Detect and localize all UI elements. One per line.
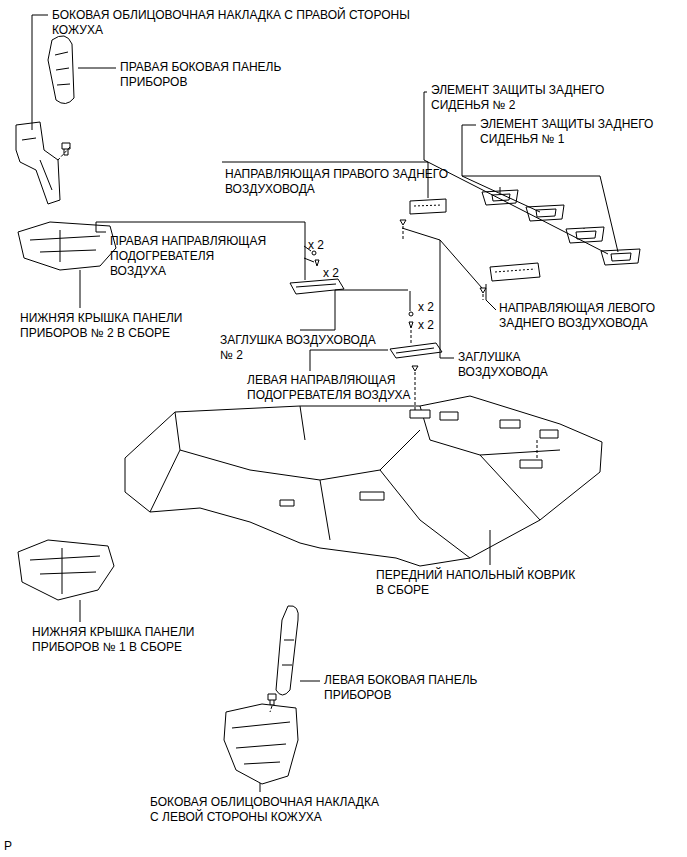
label-line: x 2 [418, 300, 434, 315]
part-label: НИЖНЯЯ КРЫШКА ПАНЕЛИ ПРИБОРОВ № 1 В СБОР… [32, 625, 194, 655]
part-label: ПЕРЕДНИЙ НАПОЛЬНЫЙ КОВРИК В СБОРЕ [376, 568, 575, 598]
part-label: ЗАГЛУШКА ВОЗДУХОВОДА [458, 350, 548, 380]
label-line: ВОЗДУХОВОДА [458, 365, 548, 380]
label-line: ПРИБОРОВ № 1 В СБОРЕ [32, 640, 194, 655]
label-line: БОКОВАЯ ОБЛИЦОВОЧНАЯ НАКЛАДКА [150, 795, 379, 810]
quantity-label: x 2 [323, 266, 339, 281]
label-line: ЗАГЛУШКА [458, 350, 548, 365]
part-label: ПРАВАЯ НАПРАВЛЯЮЩАЯ ПОДОГРЕВАТЕЛЯ ВОЗДУХ… [110, 234, 266, 279]
label-line: ПЕРЕДНИЙ НАПОЛЬНЫЙ КОВРИК [376, 568, 575, 583]
label-line: x 2 [308, 238, 324, 253]
label-line: СИДЕНЬЯ № 1 [480, 132, 653, 147]
label-line: ПОДОГРЕВАТЕЛЯ [110, 249, 266, 264]
label-line: ПРИБОРОВ [324, 688, 477, 703]
quantity-label: x 2 [418, 318, 434, 333]
label-line: ПОДОГРЕВАТЕЛЯ ВОЗДУХА [247, 388, 411, 403]
label-line: ЭЛЕМЕНТ ЗАЩИТЫ ЗАДНЕГО [431, 83, 604, 98]
figure-code: P [4, 839, 12, 854]
part-label: ПРАВАЯ БОКОВАЯ ПАНЕЛЬ ПРИБОРОВ [120, 60, 281, 90]
label-line: ЛЕВАЯ БОКОВАЯ ПАНЕЛЬ [324, 673, 477, 688]
label-line: ВОЗДУХОВОДА [225, 182, 448, 197]
label-line: № 2 [220, 348, 376, 363]
part-label: НАПРАВЛЯЮЩАЯ ПРАВОГО ЗАДНЕГО ВОЗДУХОВОДА [225, 167, 448, 197]
label-line: ЭЛЕМЕНТ ЗАЩИТЫ ЗАДНЕГО [480, 117, 653, 132]
part-label: ЭЛЕМЕНТ ЗАЩИТЫ ЗАДНЕГО СИДЕНЬЯ № 1 [480, 117, 653, 147]
part-label: НАПРАВЛЯЮЩАЯ ЛЕВОГО ЗАДНЕГО ВОЗДУХОВОДА [499, 301, 655, 331]
part-label: ЗАГЛУШКА ВОЗДУХОВОДА № 2 [220, 333, 376, 363]
label-line: ПРИБОРОВ [120, 75, 281, 90]
part-label: НИЖНЯЯ КРЫШКА ПАНЕЛИ ПРИБОРОВ № 2 В СБОР… [20, 311, 182, 341]
label-line: НАПРАВЛЯЮЩАЯ ЛЕВОГО [499, 301, 655, 316]
label-line: ВОЗДУХА [110, 264, 266, 279]
label-line: КОЖУХА [52, 23, 410, 38]
label-line: НИЖНЯЯ КРЫШКА ПАНЕЛИ [20, 311, 182, 326]
label-line: ПРАВАЯ НАПРАВЛЯЮЩАЯ [110, 234, 266, 249]
label-line: ПРИБОРОВ № 2 В СБОРЕ [20, 326, 182, 341]
label-line: ЛЕВАЯ НАПРАВЛЯЮЩАЯ [247, 373, 411, 388]
label-line: НАПРАВЛЯЮЩАЯ ПРАВОГО ЗАДНЕГО [225, 167, 448, 182]
label-line: P [4, 839, 12, 854]
part-label: БОКОВАЯ ОБЛИЦОВОЧНАЯ НАКЛАДКА С ПРАВОЙ С… [52, 8, 410, 38]
label-line: С ЛЕВОЙ СТОРОНЫ КОЖУХА [150, 810, 379, 825]
quantity-label: x 2 [418, 300, 434, 315]
label-line: x 2 [323, 266, 339, 281]
label-line: НИЖНЯЯ КРЫШКА ПАНЕЛИ [32, 625, 194, 640]
quantity-label: x 2 [308, 238, 324, 253]
label-line: СИДЕНЬЯ № 2 [431, 98, 604, 113]
part-label: ЭЛЕМЕНТ ЗАЩИТЫ ЗАДНЕГО СИДЕНЬЯ № 2 [431, 83, 604, 113]
part-label: БОКОВАЯ ОБЛИЦОВОЧНАЯ НАКЛАДКА С ЛЕВОЙ СТ… [150, 795, 379, 825]
label-line: БОКОВАЯ ОБЛИЦОВОЧНАЯ НАКЛАДКА С ПРАВОЙ С… [52, 8, 410, 23]
part-label: ЛЕВАЯ НАПРАВЛЯЮЩАЯ ПОДОГРЕВАТЕЛЯ ВОЗДУХА [247, 373, 411, 403]
label-line: В СБОРЕ [376, 583, 575, 598]
part-label: ЛЕВАЯ БОКОВАЯ ПАНЕЛЬ ПРИБОРОВ [324, 673, 477, 703]
label-line: ЗАДНЕГО ВОЗДУХОВОДА [499, 316, 655, 331]
label-line: ПРАВАЯ БОКОВАЯ ПАНЕЛЬ [120, 60, 281, 75]
label-line: x 2 [418, 318, 434, 333]
label-line: ЗАГЛУШКА ВОЗДУХОВОДА [220, 333, 376, 348]
